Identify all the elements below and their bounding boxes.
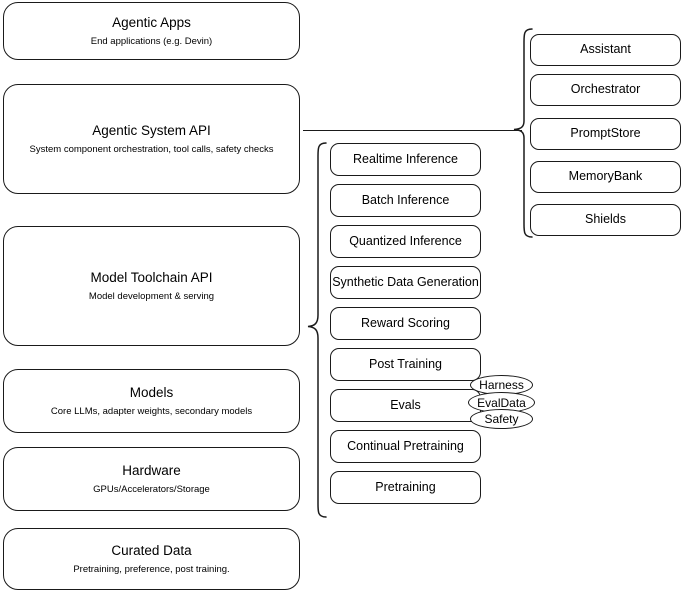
agentic-component-label: Orchestrator: [570, 82, 641, 97]
capability-label: Continual Pretraining: [347, 438, 464, 453]
agentic-component-memorybank[interactable]: MemoryBank: [530, 161, 681, 193]
evals-subitem-label: EvalData: [477, 395, 526, 410]
capability-pretraining[interactable]: Pretraining: [330, 471, 481, 504]
capability-label: Evals: [390, 397, 421, 412]
stack-layer-subtitle: Model development & serving: [88, 290, 215, 302]
capability-synthetic-data-generation[interactable]: Synthetic Data Generation: [330, 266, 481, 299]
stack-layer-title: Curated Data: [111, 542, 192, 558]
capability-label: Reward Scoring: [361, 315, 450, 330]
evals-subitem-safety[interactable]: Safety: [470, 409, 533, 429]
capability-realtime-inference[interactable]: Realtime Inference: [330, 143, 481, 176]
capability-batch-inference[interactable]: Batch Inference: [330, 184, 481, 217]
capability-label: Realtime Inference: [353, 151, 458, 166]
capability-label: Post Training: [369, 356, 442, 371]
agentic-component-label: Assistant: [580, 42, 631, 57]
capability-label: Quantized Inference: [349, 233, 462, 248]
agentic-component-label: Shields: [585, 212, 626, 227]
brace-toolchain-capabilities: [306, 140, 328, 520]
evals-subitem-evaldata[interactable]: EvalData: [468, 392, 535, 413]
agentic-component-promptstore[interactable]: PromptStore: [530, 118, 681, 150]
evals-subitem-label: Safety: [484, 412, 519, 426]
stack-layer-title: Agentic System API: [92, 122, 211, 138]
stack-layer-title: Agentic Apps: [112, 14, 191, 30]
stack-layer-title: Model Toolchain API: [90, 269, 213, 285]
stack-layer-curated-data[interactable]: Curated Data Pretraining, preference, po…: [3, 528, 300, 590]
capability-reward-scoring[interactable]: Reward Scoring: [330, 307, 481, 340]
stack-layer-subtitle: End applications (e.g. Devin): [90, 35, 213, 47]
agentic-component-orchestrator[interactable]: Orchestrator: [530, 74, 681, 106]
agentic-component-label: MemoryBank: [568, 169, 643, 184]
capability-label: Batch Inference: [361, 192, 450, 207]
stack-layer-title: Hardware: [122, 462, 181, 478]
stack-layer-title: Models: [129, 384, 174, 400]
stack-layer-agentic-apps[interactable]: Agentic Apps End applications (e.g. Devi…: [3, 2, 300, 60]
connector-agentic-system-to-components: [303, 129, 522, 131]
stack-layer-hardware[interactable]: Hardware GPUs/Accelerators/Storage: [3, 447, 300, 511]
capability-continual-pretraining[interactable]: Continual Pretraining: [330, 430, 481, 463]
stack-layer-model-toolchain-api[interactable]: Model Toolchain API Model development & …: [3, 226, 300, 346]
agentic-component-assistant[interactable]: Assistant: [530, 34, 681, 66]
stack-layer-models[interactable]: Models Core LLMs, adapter weights, secon…: [3, 369, 300, 433]
capability-quantized-inference[interactable]: Quantized Inference: [330, 225, 481, 258]
brace-agentic-components: [512, 26, 534, 240]
evals-subitem-label: Harness: [479, 378, 524, 392]
stack-layer-subtitle: System component orchestration, tool cal…: [29, 143, 274, 155]
capability-evals[interactable]: Evals: [330, 389, 481, 422]
agentic-component-label: PromptStore: [570, 126, 641, 141]
stack-layer-agentic-system-api[interactable]: Agentic System API System component orch…: [3, 84, 300, 194]
agentic-component-shields[interactable]: Shields: [530, 204, 681, 236]
capability-label: Synthetic Data Generation: [332, 274, 479, 289]
evals-subitem-harness[interactable]: Harness: [470, 375, 533, 395]
capability-label: Pretraining: [375, 479, 436, 494]
stack-layer-subtitle: Core LLMs, adapter weights, secondary mo…: [50, 405, 253, 417]
stack-layer-subtitle: Pretraining, preference, post training.: [73, 563, 230, 575]
capability-post-training[interactable]: Post Training: [330, 348, 481, 381]
stack-layer-subtitle: GPUs/Accelerators/Storage: [93, 483, 210, 495]
